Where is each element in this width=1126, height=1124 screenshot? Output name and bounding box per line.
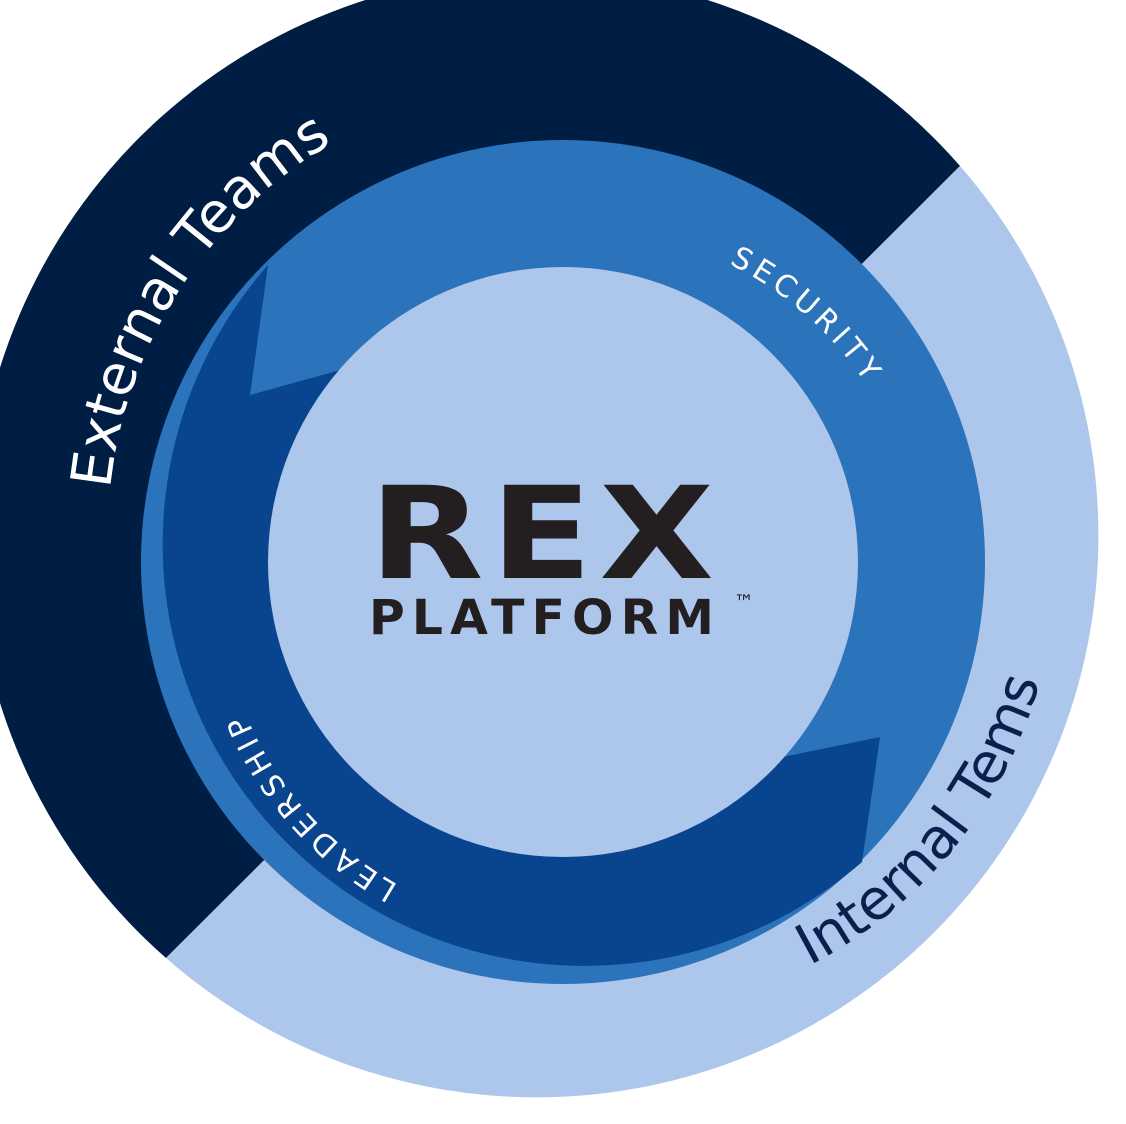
platform-subtitle: PLATFORM xyxy=(369,590,721,646)
trademark-symbol: ™ xyxy=(734,590,754,614)
inner-ring-leadership-arrow xyxy=(162,265,881,966)
center-disc xyxy=(268,267,858,857)
rex-logo-text: REX xyxy=(369,460,721,609)
